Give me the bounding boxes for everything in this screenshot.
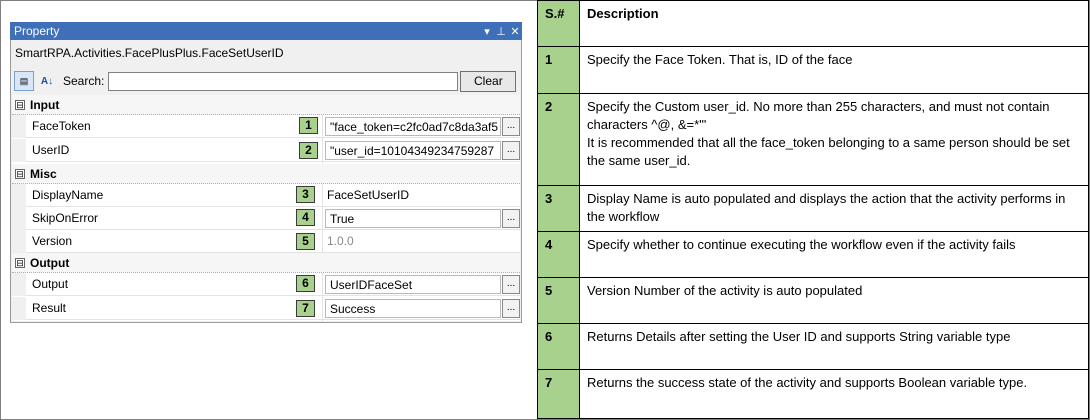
property-name: UserID — [32, 143, 70, 157]
row-number: 4 — [537, 231, 580, 278]
property-name: Output — [32, 277, 69, 291]
table-row: 6 Returns Details after setting the User… — [537, 323, 1089, 370]
callout-badge: 4 — [296, 209, 315, 226]
row-number: 2 — [537, 93, 580, 186]
property-name: Result — [32, 301, 67, 315]
ellipsis-button[interactable]: ... — [502, 275, 520, 294]
search-label: Search: — [63, 74, 105, 88]
result-value-field[interactable]: Success — [325, 299, 501, 318]
table-row: 2 Specify the Custom user_id. No more th… — [537, 93, 1089, 186]
facetoken-value-field[interactable]: "face_token=c2fc0ad7c8da3af5 — [325, 117, 501, 136]
displayname-value-field[interactable]: FaceSetUserID — [327, 188, 410, 202]
property-row-result: Result 7 Success ... — [12, 297, 520, 320]
row-number: 7 — [537, 369, 580, 419]
dropdown-icon[interactable]: ▾ — [484, 25, 490, 38]
property-panel-titlebar: Property ▾ ⊥ ✕ — [10, 22, 522, 40]
ellipsis-button[interactable]: ... — [502, 141, 520, 160]
property-name: Version — [32, 234, 73, 248]
collapse-icon[interactable]: ⊟ — [15, 257, 25, 268]
close-icon[interactable]: ✕ — [510, 25, 520, 38]
property-row-output: Output 6 UserIDFaceSet ... — [12, 273, 520, 296]
property-toolbar: ▤ A↓ Search: Clear — [14, 70, 519, 92]
userid-value-field[interactable]: "user_id=10104349234759287 — [325, 141, 501, 160]
property-name: SkipOnError — [32, 211, 99, 225]
table-row: 3 Display Name is auto populated and dis… — [537, 185, 1089, 232]
pin-icon[interactable]: ⊥ — [496, 25, 506, 38]
activity-type-name: SmartRPA.Activities.FacePlusPlus.FaceSet… — [15, 46, 284, 60]
category-label: Output — [30, 255, 70, 270]
row-description: Returns the success state of the activit… — [579, 369, 1089, 419]
row-description: Display Name is auto populated and displ… — [579, 185, 1089, 232]
row-gutter — [12, 273, 26, 296]
callout-badge: 2 — [299, 142, 318, 159]
row-gutter — [12, 207, 26, 230]
row-gutter — [12, 297, 26, 320]
callout-badge: 7 — [296, 300, 315, 317]
row-description-line: Specify the Custom user_id. No more than… — [587, 99, 1050, 132]
table-row: 5 Version Number of the activity is auto… — [537, 277, 1089, 324]
row-description: Version Number of the activity is auto p… — [579, 277, 1089, 324]
callout-badge: 5 — [296, 233, 315, 250]
category-label: Input — [30, 97, 60, 112]
ellipsis-button[interactable]: ... — [502, 117, 520, 136]
row-description: Specify the Custom user_id. No more than… — [579, 93, 1089, 186]
header-number: S.# — [537, 0, 580, 47]
column-divider — [322, 95, 323, 321]
property-row-skiponerror: SkipOnError 4 True ... — [12, 207, 520, 230]
table-row: 4 Specify whether to continue executing … — [537, 231, 1089, 278]
output-value-field[interactable]: UserIDFaceSet — [325, 275, 501, 294]
version-value-field: 1.0.0 — [327, 234, 354, 248]
row-gutter — [12, 230, 26, 253]
callout-badge: 3 — [296, 186, 315, 203]
category-label: Misc — [30, 166, 57, 181]
skiponerror-value-field[interactable]: True — [325, 209, 501, 228]
clear-button[interactable]: Clear — [460, 70, 517, 92]
property-row-displayname: DisplayName 3 FaceSetUserID — [12, 184, 520, 207]
property-name: DisplayName — [32, 188, 104, 202]
collapse-icon[interactable]: ⊟ — [15, 168, 25, 179]
row-description-note: It is recommended that all the face_toke… — [587, 135, 1070, 168]
table-row: 7 Returns the success state of the activ… — [537, 369, 1089, 419]
row-description: Specify the Face Token. That is, ID of t… — [579, 46, 1089, 94]
category-misc: ⊟ Misc — [12, 164, 520, 184]
row-description: Specify whether to continue executing th… — [579, 231, 1089, 278]
header-description: Description — [579, 0, 1089, 47]
callout-badge: 1 — [299, 117, 318, 134]
property-row-facetoken: FaceToken 1 "face_token=c2fc0ad7c8da3af5… — [12, 115, 520, 138]
row-number: 3 — [537, 185, 580, 232]
property-row-version: Version 5 1.0.0 — [12, 230, 520, 253]
table-header-row: S.# Description — [537, 0, 1089, 47]
row-gutter — [12, 184, 26, 207]
description-table: S.# Description 1 Specify the Face Token… — [537, 0, 1089, 419]
alphabetical-sort-icon[interactable]: A↓ — [40, 75, 54, 87]
property-row-userid: UserID 2 "user_id=10104349234759287 ... — [12, 139, 520, 162]
property-grid: ⊟ Input FaceToken 1 "face_token=c2fc0ad7… — [12, 95, 520, 321]
ellipsis-button[interactable]: ... — [502, 209, 520, 228]
row-description: Returns Details after setting the User I… — [579, 323, 1089, 370]
collapse-icon[interactable]: ⊟ — [15, 99, 25, 110]
row-number: 1 — [537, 46, 580, 94]
row-gutter — [12, 139, 26, 162]
ellipsis-button[interactable]: ... — [502, 299, 520, 318]
row-gutter — [12, 115, 26, 138]
category-input: ⊟ Input — [12, 95, 520, 115]
row-number: 6 — [537, 323, 580, 370]
table-row: 1 Specify the Face Token. That is, ID of… — [537, 46, 1089, 94]
category-output: ⊟ Output — [12, 253, 520, 273]
property-name: FaceToken — [32, 119, 91, 133]
search-input[interactable] — [108, 71, 459, 91]
callout-badge: 6 — [296, 275, 315, 292]
categorized-view-icon[interactable]: ▤ — [14, 71, 34, 91]
panel-title: Property — [14, 24, 60, 38]
row-number: 5 — [537, 277, 580, 324]
